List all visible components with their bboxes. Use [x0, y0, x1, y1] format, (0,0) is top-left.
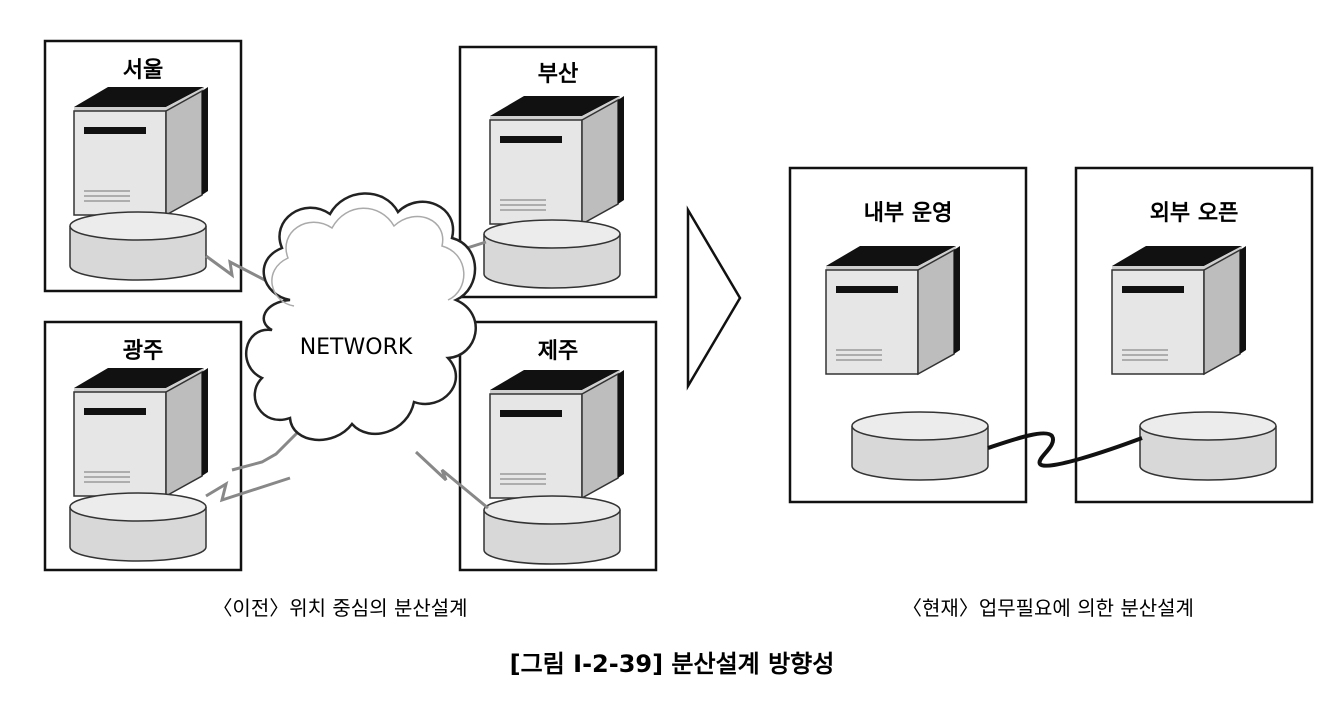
site-label: 외부 오픈 — [1150, 201, 1239, 226]
server-icon — [489, 95, 625, 225]
network-label: NETWORK — [300, 335, 413, 360]
transition-arrow-icon — [686, 205, 742, 391]
database-icon — [69, 211, 207, 281]
database-link — [987, 431, 1143, 468]
site-label: 광주 — [123, 339, 163, 364]
server-icon — [1111, 245, 1247, 375]
site-box-external-open: 외부 오픈 — [1074, 166, 1314, 504]
server-icon — [73, 367, 209, 497]
database-icon — [69, 492, 207, 562]
network-cloud-icon: NETWORK — [244, 192, 477, 441]
database-icon — [851, 411, 989, 481]
site-label: 제주 — [538, 339, 578, 364]
site-label: 내부 운영 — [864, 201, 953, 226]
site-box-busan: 부산 — [458, 45, 658, 299]
right-scenario: 내부 운영 외부 오픈 〈현재〉업무필요에 의한 분산설계 — [788, 166, 1314, 620]
left-caption: 〈이전〉위치 중심의 분산설계 — [212, 596, 467, 620]
site-label: 부산 — [538, 62, 578, 87]
site-box-gwangju: 광주 — [43, 320, 243, 572]
site-box-jeju: 제주 — [458, 320, 658, 572]
database-icon — [1139, 411, 1277, 481]
right-caption: 〈현재〉업무필요에 의한 분산설계 — [902, 596, 1194, 620]
server-icon — [73, 86, 209, 216]
figure-caption: [그림 Ⅰ-2-39] 분산설계 방향성 — [510, 650, 835, 678]
site-box-seoul: 서울 — [43, 39, 243, 293]
site-box-internal-ops: 내부 운영 — [788, 166, 1028, 504]
database-icon — [483, 219, 621, 289]
server-icon — [489, 369, 625, 499]
database-icon — [483, 495, 621, 565]
site-label: 서울 — [123, 58, 163, 83]
left-scenario: 서울 부산 광주 제주 — [43, 39, 658, 620]
server-icon — [825, 245, 961, 375]
